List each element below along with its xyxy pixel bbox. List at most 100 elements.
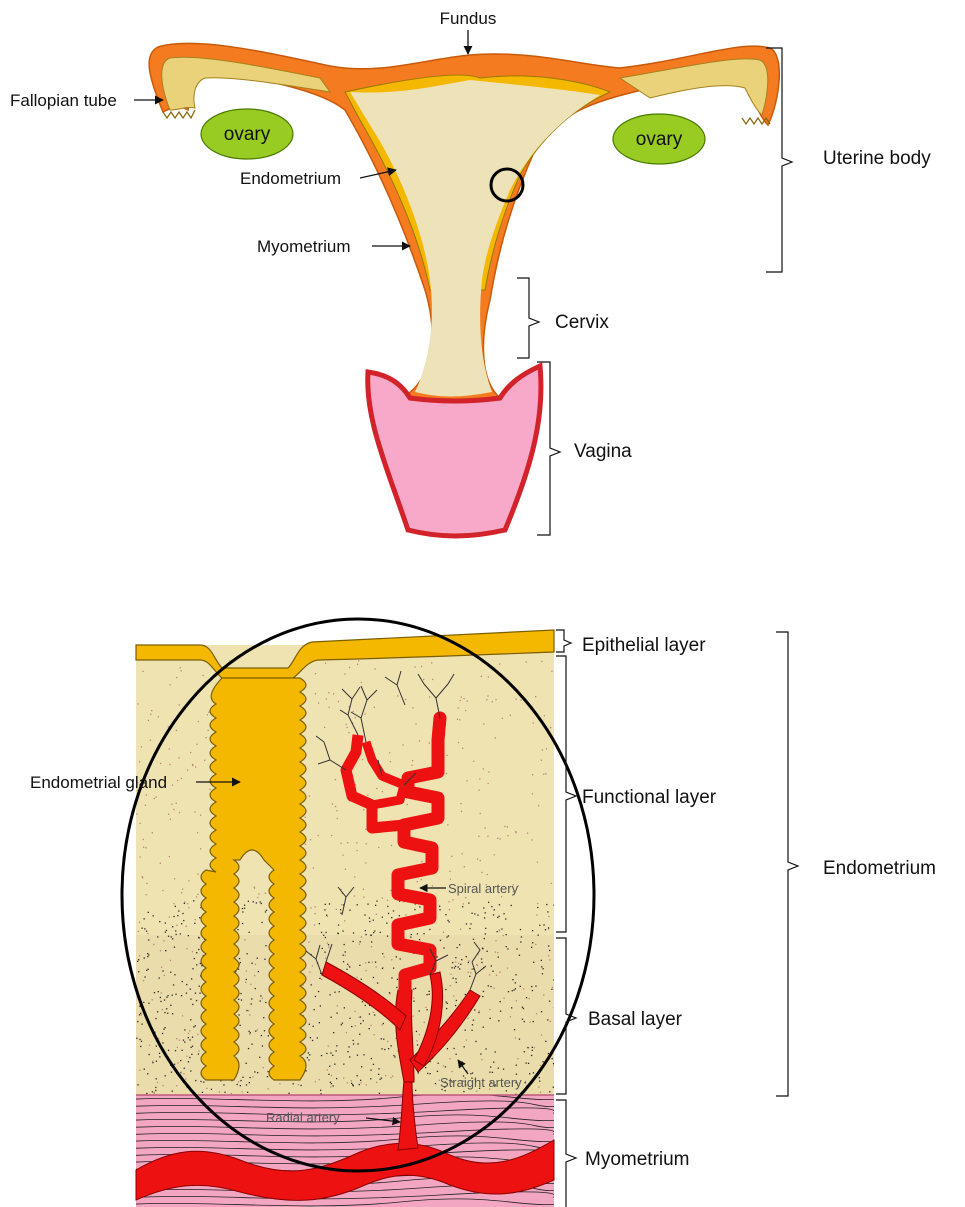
- speckle: [181, 923, 182, 924]
- speckle: [365, 829, 366, 830]
- speckle: [527, 833, 528, 834]
- speckle: [170, 972, 171, 973]
- speckle: [138, 971, 139, 972]
- speckle: [196, 896, 197, 897]
- speckle: [439, 906, 440, 907]
- speckle: [363, 1020, 364, 1021]
- speckle: [325, 904, 326, 905]
- speckle: [430, 1073, 431, 1074]
- speckle: [526, 1062, 527, 1063]
- speckle: [331, 1075, 332, 1076]
- speckle: [534, 1047, 535, 1048]
- speckle: [312, 1040, 313, 1041]
- speckle: [490, 1066, 491, 1067]
- speckle: [198, 1053, 199, 1054]
- speckle: [549, 959, 550, 960]
- uterus-top: ovary ovary: [149, 43, 779, 536]
- speckle: [305, 817, 306, 818]
- speckle: [460, 803, 461, 804]
- speckle: [473, 939, 474, 940]
- speckle: [178, 757, 179, 758]
- speckle: [447, 920, 448, 921]
- speckle: [315, 673, 316, 674]
- speckle: [324, 952, 325, 953]
- speckle: [145, 805, 146, 806]
- speckle: [480, 813, 481, 814]
- speckle: [172, 926, 173, 927]
- speckle: [248, 901, 249, 902]
- speckle: [458, 742, 459, 743]
- speckle: [147, 1073, 148, 1074]
- speckle: [481, 872, 482, 873]
- speckle: [268, 1035, 269, 1036]
- speckle: [196, 964, 197, 965]
- speckle: [188, 907, 189, 908]
- speckle: [181, 1072, 182, 1073]
- speckle: [341, 843, 342, 844]
- speckle: [429, 742, 430, 743]
- speckle: [371, 935, 372, 936]
- endometrial-gland-label: Endometrial gland: [30, 773, 167, 792]
- speckle: [176, 803, 177, 804]
- speckle: [526, 997, 527, 998]
- speckle: [488, 902, 489, 903]
- speckle: [148, 1003, 149, 1004]
- speckle: [388, 1048, 389, 1049]
- speckle: [315, 693, 316, 694]
- speckle: [245, 982, 246, 983]
- speckle: [489, 974, 490, 975]
- myometrium-bracket: [556, 1100, 576, 1207]
- speckle: [373, 1064, 374, 1065]
- speckle: [279, 1083, 280, 1084]
- speckle: [195, 919, 196, 920]
- speckle: [376, 914, 377, 915]
- speckle: [244, 908, 245, 909]
- speckle: [529, 998, 530, 999]
- speckle: [171, 804, 172, 805]
- speckle: [335, 806, 336, 807]
- speckle: [487, 874, 488, 875]
- speckle: [360, 941, 361, 942]
- speckle: [346, 724, 347, 725]
- speckle: [371, 946, 372, 947]
- speckle: [324, 727, 325, 728]
- speckle: [305, 844, 306, 845]
- speckle: [551, 989, 552, 990]
- speckle: [165, 932, 166, 933]
- speckle: [237, 1084, 238, 1085]
- speckle: [166, 930, 167, 931]
- radial-artery-label: Radial artery: [266, 1110, 340, 1125]
- speckle: [487, 695, 488, 696]
- speckle: [172, 938, 173, 939]
- speckle: [136, 1038, 137, 1039]
- speckle: [363, 897, 364, 898]
- speckle: [258, 893, 259, 894]
- speckle: [146, 931, 147, 932]
- speckle: [484, 938, 485, 939]
- speckle: [405, 699, 406, 700]
- speckle: [552, 1058, 553, 1059]
- speckle: [155, 1087, 156, 1088]
- speckle: [313, 867, 314, 868]
- speckle: [136, 813, 137, 814]
- speckle: [490, 986, 491, 987]
- speckle: [170, 684, 171, 685]
- myometrium-label-top: Myometrium: [257, 237, 351, 256]
- speckle: [248, 1010, 249, 1011]
- speckle: [533, 722, 534, 723]
- speckle: [169, 764, 170, 765]
- speckle: [387, 1041, 388, 1042]
- speckle: [520, 986, 521, 987]
- speckle: [419, 906, 420, 907]
- speckle: [532, 793, 533, 794]
- speckle: [191, 1054, 192, 1055]
- speckle: [148, 720, 149, 721]
- speckle: [186, 1056, 187, 1057]
- speckle: [553, 979, 554, 980]
- speckle: [504, 998, 505, 999]
- speckle: [342, 930, 343, 931]
- speckle: [148, 969, 149, 970]
- speckle: [369, 921, 370, 922]
- speckle: [141, 746, 142, 747]
- speckle: [466, 780, 467, 781]
